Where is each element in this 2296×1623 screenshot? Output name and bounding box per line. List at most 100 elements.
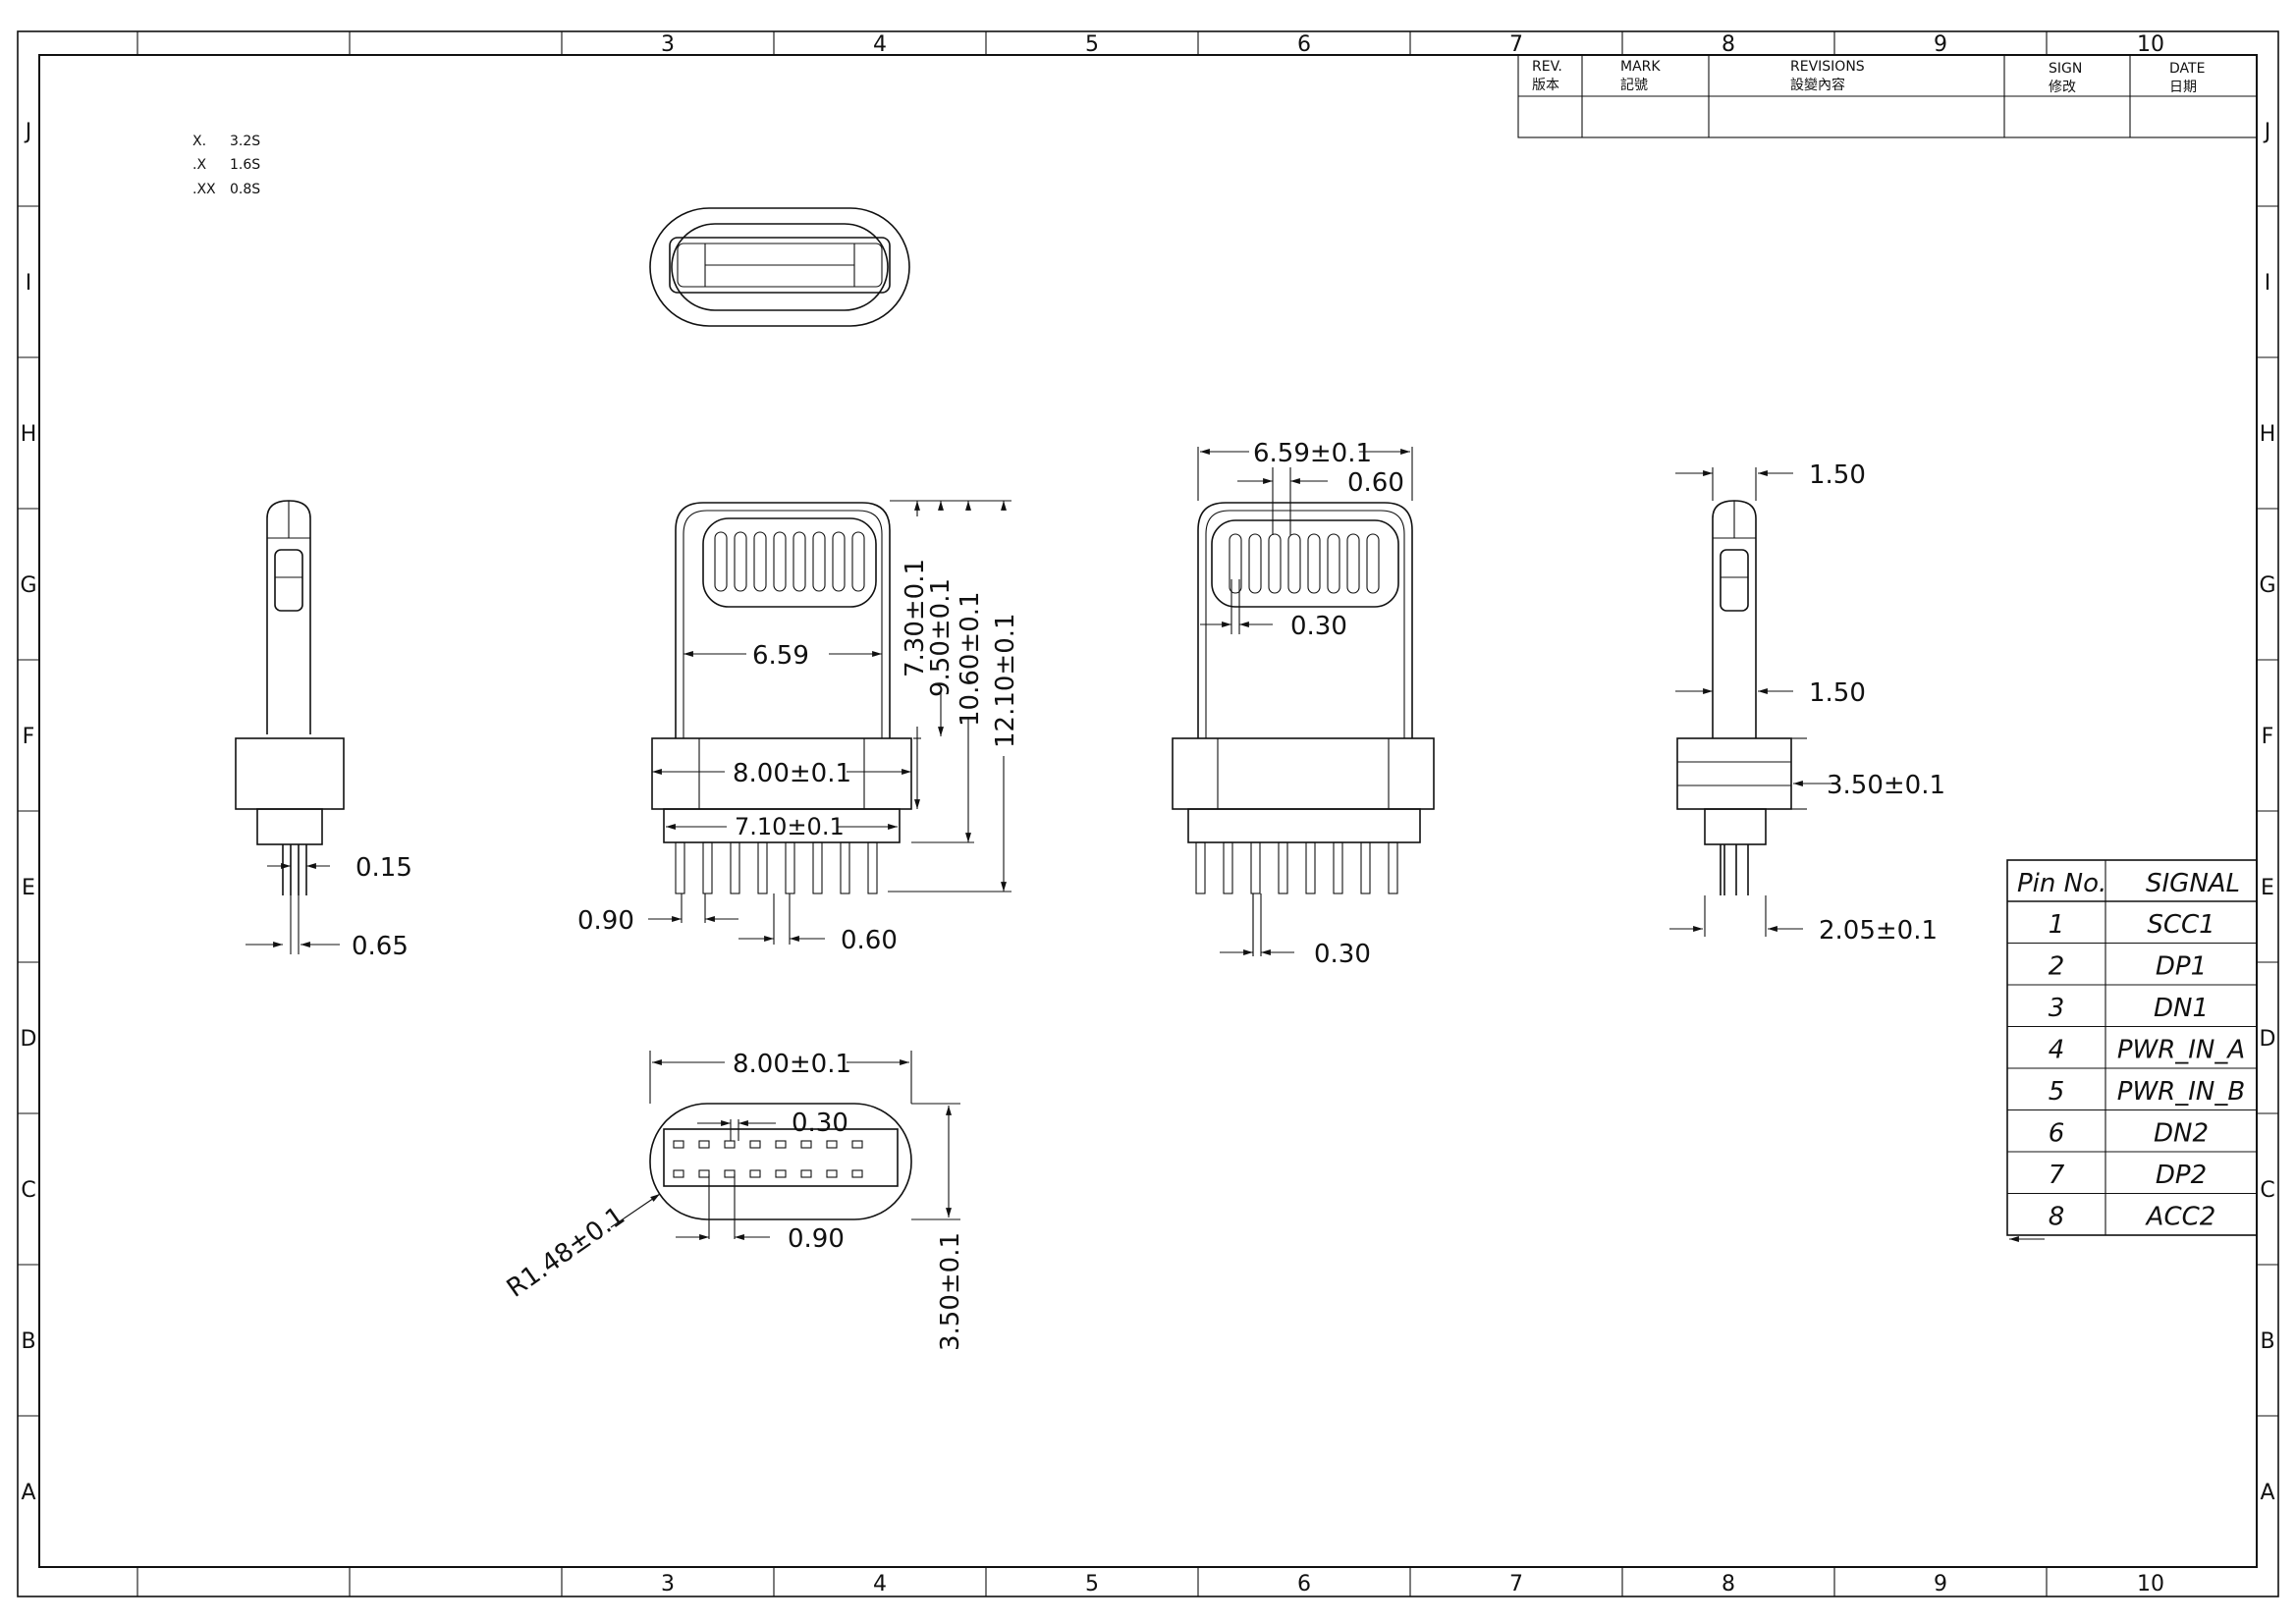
pin-signal: PWR_IN_B [2117, 1077, 2245, 1107]
front-contact-slot [714, 531, 728, 592]
front-contact-slot [851, 531, 865, 592]
back-contact-slot [1248, 533, 1262, 594]
row-label-right: H [2260, 422, 2276, 447]
back-contact-slot [1287, 533, 1301, 594]
front-contact-slot [832, 531, 846, 592]
row-label-left: I [26, 271, 32, 296]
revisions-header-zh: 設變內容 [1790, 77, 1845, 93]
footprint-hole [851, 1140, 863, 1149]
dim-side-pin-width: 0.65 [352, 932, 409, 961]
dim-bottom-hole: 0.30 [792, 1109, 848, 1138]
row-label-right: A [2260, 1481, 2274, 1505]
dim-right-mid-thickness: 1.50 [1809, 678, 1866, 708]
revision-block: REV. 版本 MARK 記號 REVISIONS 設變內容 SIGN 修改 D… [1517, 54, 2258, 138]
footprint-hole [724, 1140, 736, 1149]
drawing-frame [17, 30, 2279, 1597]
left-side-view: 0.15 0.65 [235, 500, 412, 961]
footprint-hole [749, 1140, 761, 1149]
front-pin [812, 841, 823, 894]
back-view: 6.59±0.1 0.60 0.30 0.30 [1172, 439, 1435, 969]
row-label-right: C [2260, 1178, 2274, 1203]
row-label-left: E [22, 876, 35, 900]
pin-signal: PWR_IN_A [2117, 1036, 2245, 1065]
pin-number: 7 [2049, 1161, 2065, 1190]
pin-number: 5 [2049, 1077, 2065, 1107]
rev-header-zh: 版本 [1532, 78, 1559, 93]
back-pin [1278, 841, 1288, 894]
top-end-view [649, 207, 910, 327]
column-label-bottom: 4 [873, 1572, 887, 1596]
row-label-right: G [2259, 573, 2275, 598]
pin-number: 3 [2049, 994, 2065, 1023]
column-label-bottom: 3 [661, 1572, 675, 1596]
revisions-header-en: REVISIONS [1790, 59, 1865, 75]
back-contact-slot [1229, 533, 1242, 594]
front-pin [840, 841, 850, 894]
footprint-hole [826, 1140, 838, 1149]
footprint-hole [800, 1169, 812, 1178]
tol-val-0: 3.2S [230, 134, 260, 149]
row-label-left: B [21, 1329, 35, 1354]
row-label-right: B [2260, 1329, 2274, 1354]
dim-right-top-thickness: 1.50 [1809, 460, 1866, 490]
sign-header-en: SIGN [2049, 61, 2082, 77]
row-label-left: D [21, 1027, 37, 1052]
front-pin [867, 841, 878, 894]
dim-bottom-width: 8.00±0.1 [733, 1050, 851, 1079]
rev-header-en: REV. [1532, 59, 1562, 75]
footprint-hole [673, 1140, 684, 1149]
back-pin [1333, 841, 1343, 894]
front-pin [757, 841, 768, 894]
pin-signal: DP1 [2156, 952, 2207, 982]
footprint-hole [800, 1140, 812, 1149]
row-label-right: D [2260, 1027, 2276, 1052]
pin-signal: DP2 [2156, 1161, 2207, 1190]
pin-signal: ACC2 [2145, 1203, 2216, 1232]
row-label-right: E [2261, 876, 2274, 900]
dim-front-pitch: 0.90 [577, 906, 634, 936]
footprint-hole [851, 1169, 863, 1178]
column-label-top: 3 [661, 32, 675, 57]
footprint-hole [775, 1140, 787, 1149]
front-contact-slot [734, 531, 747, 592]
bottom-view: 8.00±0.1 0.30 0.90 R1.48±0.1 3.50±0.1 [502, 1050, 965, 1351]
dim-bottom-height: 3.50±0.1 [936, 1232, 965, 1351]
row-label-left: H [21, 422, 37, 447]
footprint-hole [698, 1169, 710, 1178]
pin-number: 8 [2049, 1203, 2065, 1232]
row-label-right: F [2262, 725, 2274, 749]
footprint-hole [724, 1169, 736, 1178]
column-label-bottom: 5 [1085, 1572, 1099, 1596]
column-label-bottom: 6 [1297, 1572, 1311, 1596]
row-label-left: F [23, 725, 35, 749]
back-contact-slot [1307, 533, 1321, 594]
row-label-right: I [2265, 271, 2271, 296]
row-label-left: A [21, 1481, 35, 1505]
tol-val-1: 1.6S [230, 157, 260, 173]
dim-back-contact-pitch: 0.60 [1347, 468, 1404, 498]
back-contact-slot [1327, 533, 1340, 594]
front-contact-slot [793, 531, 806, 592]
column-label-top: 6 [1297, 32, 1311, 57]
dim-bottom-radius: R1.48±0.1 [502, 1201, 630, 1303]
pin-number: 1 [2049, 910, 2065, 940]
dim-front-base-width: 7.10±0.1 [735, 813, 845, 840]
pin-number: 2 [2049, 952, 2065, 982]
back-pin [1388, 841, 1398, 894]
column-label-bottom: 9 [1934, 1572, 1947, 1596]
dim-front-height-3: 10.60±0.1 [956, 591, 985, 727]
back-contact-slot [1366, 533, 1380, 594]
row-label-right: J [2263, 120, 2271, 144]
row-label-left: C [21, 1178, 35, 1203]
dim-front-height-4: 12.10±0.1 [991, 613, 1020, 748]
column-label-top: 9 [1934, 32, 1947, 57]
footprint-hole [775, 1169, 787, 1178]
dim-bottom-pitch: 0.90 [788, 1224, 845, 1254]
dim-front-height-2: 9.50±0.1 [926, 578, 956, 697]
dim-back-pin-width: 0.30 [1314, 940, 1371, 969]
mark-header-zh: 記號 [1620, 77, 1648, 93]
date-header-zh: 日期 [2169, 80, 2197, 95]
column-label-top: 8 [1722, 32, 1735, 57]
